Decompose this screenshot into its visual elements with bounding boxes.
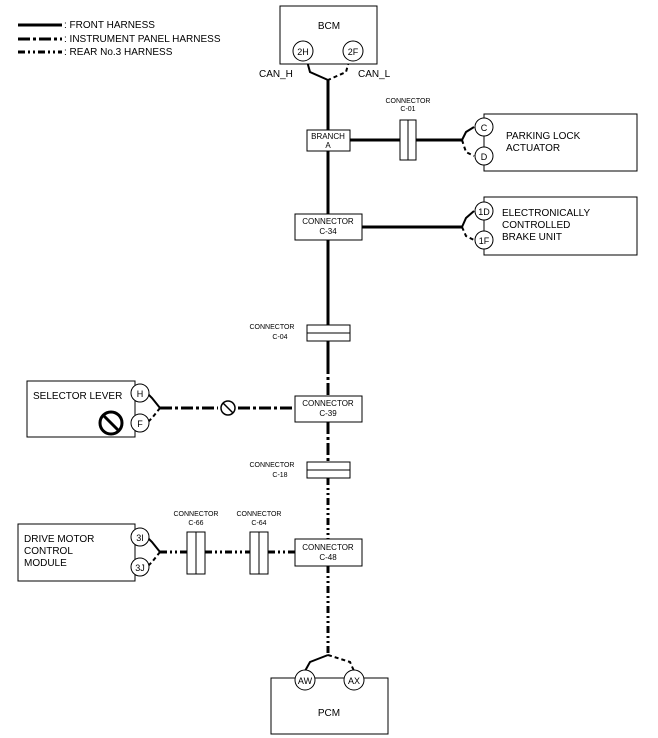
parking-lock-box [483, 113, 638, 172]
dmcm-pin-3i-label: 3I [136, 533, 144, 543]
parking-lock-pin-d [474, 146, 494, 166]
connector-c34-line1: CONNECTOR [302, 217, 354, 226]
bcm-pin-2h-label: 2H [297, 47, 309, 57]
dmcm-pin-3i [130, 527, 150, 547]
connector-c04-line2: C-04 [272, 334, 287, 341]
parking-lock-pin-c-label: C [481, 123, 488, 133]
branch-a-line2: A [325, 141, 331, 150]
parking-lock-pin-c [474, 117, 494, 137]
legend-instrument-label: : INSTRUMENT PANEL HARNESS [64, 34, 221, 45]
pcm-pin-ax-label: AX [348, 676, 360, 686]
brake-unit-pin-1f-label: 1F [479, 236, 490, 246]
connector-c39-line2: C-39 [319, 409, 337, 418]
connector-c04-line1: CONNECTOR [250, 324, 295, 331]
brake-unit-line2: CONTROLLED [502, 220, 570, 231]
parking-lock-line2: ACTUATOR [506, 143, 560, 154]
selector-lever-title: SELECTOR LEVER [33, 391, 122, 402]
brake-unit-pin-1d-label: 1D [478, 207, 490, 217]
connector-c18-line1: CONNECTOR [250, 462, 295, 469]
pcm-box [270, 677, 389, 735]
brake-unit: 1D 1F ELECTRONICALLY CONTROLLED BRAKE UN… [474, 196, 638, 256]
bcm-title: BCM [318, 21, 340, 32]
front-harness-trunk [306, 60, 475, 362]
connector-c66-line2: C-66 [188, 520, 203, 527]
brake-unit-line1: ELECTRONICALLY [502, 208, 591, 219]
connector-c64: CONNECTOR C-64 [237, 511, 282, 575]
bcm-module: BCM 2H 2F CAN_H CAN_L [259, 5, 391, 80]
branch-a: BRANCH A [306, 129, 351, 152]
branch-a-line1: BRANCH [311, 132, 345, 141]
dmcm-line2: CONTROL [24, 546, 73, 557]
branch-a-box [306, 129, 351, 152]
selector-lever: SELECTOR LEVER H F [26, 380, 150, 438]
dmcm-pin-3j-label: 3J [135, 563, 145, 573]
brake-unit-pin-1f [474, 230, 494, 250]
connector-c39-box [294, 395, 363, 423]
connector-c48-box [294, 538, 363, 567]
selector-lever-pin-f-label: F [137, 419, 143, 429]
connector-c48-line1: CONNECTOR [302, 543, 354, 552]
connector-c66: CONNECTOR C-66 [174, 511, 219, 575]
bcm-pin-2f [342, 40, 364, 62]
brake-unit-pin-1d [474, 201, 494, 221]
connector-c18: CONNECTOR C-18 [250, 461, 351, 479]
connector-c39: CONNECTOR C-39 [294, 395, 363, 423]
parking-lock-pin-d-label: D [481, 152, 488, 162]
parking-lock-line1: PARKING LOCK [506, 131, 581, 142]
can-h-label: CAN_H [259, 69, 293, 80]
bcm-pin-2h [292, 40, 314, 62]
connector-c64-line1: CONNECTOR [237, 511, 282, 518]
selector-lever-pin-h [130, 383, 150, 403]
connector-c34-line2: C-34 [319, 227, 337, 236]
connector-c04: CONNECTOR C-04 [250, 324, 351, 342]
prohibited-small-icon [220, 400, 236, 416]
legend-rear-label: : REAR No.3 HARNESS [64, 47, 173, 58]
connector-c01: CONNECTOR C-01 [386, 98, 431, 161]
parking-lock-actuator: C D PARKING LOCK ACTUATOR [474, 113, 638, 172]
connector-c01-line1: CONNECTOR [386, 98, 431, 105]
prohibited-icon [98, 410, 124, 436]
selector-lever-pin-f [130, 413, 150, 433]
connector-c34: CONNECTOR C-34 [294, 213, 363, 241]
legend-front-label: : FRONT HARNESS [64, 20, 155, 31]
pcm-module: PCM AW AX [270, 669, 389, 735]
bcm-pin-2f-label: 2F [348, 47, 359, 57]
dmcm-line3: MODULE [24, 558, 67, 569]
connector-c01-line2: C-01 [400, 106, 415, 113]
connector-c48-line2: C-48 [319, 553, 337, 562]
connector-c18-line2: C-18 [272, 472, 287, 479]
dmcm-pin-3j [130, 557, 150, 577]
connector-c64-line2: C-64 [251, 520, 266, 527]
pcm-pin-aw-label: AW [298, 676, 313, 686]
brake-unit-box [483, 196, 638, 256]
connector-c39-line1: CONNECTOR [302, 399, 354, 408]
connector-c34-box [294, 213, 363, 241]
dmcm-box [17, 523, 136, 582]
connector-c48: CONNECTOR C-48 [294, 538, 363, 567]
pcm-pin-ax [343, 669, 365, 691]
brake-unit-line3: BRAKE UNIT [502, 232, 562, 243]
selector-lever-pin-h-label: H [137, 389, 144, 399]
connector-c66-line1: CONNECTOR [174, 511, 219, 518]
pcm-pin-aw [294, 669, 316, 691]
dmcm-line1: DRIVE MOTOR [24, 534, 94, 545]
legend: : FRONT HARNESS : INSTRUMENT PANEL HARNE… [18, 20, 221, 58]
can-l-label: CAN_L [358, 69, 391, 80]
pcm-title: PCM [318, 708, 340, 719]
drive-motor-control-module: DRIVE MOTOR CONTROL MODULE 3I 3J [17, 523, 150, 582]
